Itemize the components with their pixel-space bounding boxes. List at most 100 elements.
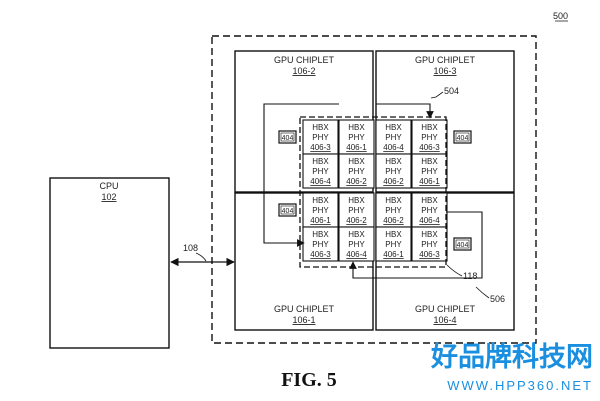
cell-line-1: HBX: [348, 230, 365, 239]
cell-line-2: PHY: [421, 240, 438, 249]
cell-line-2: PHY: [421, 133, 438, 142]
routing-arrows: [263, 103, 483, 279]
cell-line-2: PHY: [385, 206, 402, 215]
cell-line-2: PHY: [312, 133, 329, 142]
cell-line-1: HBX: [312, 196, 329, 205]
chiplet-ref: 106-4: [433, 315, 456, 325]
chiplet-label: GPU CHIPLET: [274, 304, 335, 314]
svg-text:506: 506: [490, 294, 505, 304]
svg-text:504: 504: [444, 86, 459, 96]
cell-line-2: PHY: [312, 206, 329, 215]
svg-text:118: 118: [463, 271, 477, 281]
package-boundary: [211, 35, 537, 344]
cell-ref: 406-2: [346, 177, 367, 186]
cell-ref: 406-4: [383, 143, 404, 152]
chiplet-label: GPU CHIPLET: [415, 55, 476, 65]
cell-line-2: PHY: [421, 206, 438, 215]
cell-line-1: HBX: [348, 123, 365, 132]
chiplet-ref: 106-3: [433, 66, 456, 76]
cell-line-1: HBX: [385, 230, 402, 239]
box-404-upper-left: 404: [278, 130, 297, 144]
hbx-phy-array: HBXPHY406-3HBXPHY406-1HBXPHY406-4HBXPHY4…: [302, 119, 448, 262]
cell-line-1: HBX: [421, 157, 438, 166]
cell-line-1: HBX: [348, 196, 365, 205]
svg-text:404: 404: [457, 242, 469, 249]
cpu-ref: 102: [101, 192, 116, 202]
callout-504: 504: [430, 86, 459, 99]
cell-line-2: PHY: [421, 167, 438, 176]
cell-line-1: HBX: [421, 230, 438, 239]
cell-line-2: PHY: [312, 167, 329, 176]
cell-line-2: PHY: [385, 133, 402, 142]
chiplet-label: GPU CHIPLET: [274, 55, 335, 65]
callout-118: 118: [446, 264, 477, 281]
chiplet-label: GPU CHIPLET: [415, 304, 476, 314]
link-ref: 108: [183, 243, 198, 253]
cpu-label: CPU: [99, 181, 118, 191]
cell-ref: 406-4: [419, 216, 440, 225]
cell-line-1: HBX: [385, 196, 402, 205]
cell-line-2: PHY: [385, 167, 402, 176]
cell-ref: 406-1: [346, 143, 367, 152]
chiplet-ref: 106-1: [292, 315, 315, 325]
cell-line-1: HBX: [385, 157, 402, 166]
cell-line-1: HBX: [348, 157, 365, 166]
box-404-upper-right: 404: [453, 130, 472, 144]
cell-ref: 406-4: [310, 177, 331, 186]
watermark-url: WWW.HPP360.NET: [447, 378, 593, 393]
cell-line-2: PHY: [385, 240, 402, 249]
route-right: [349, 211, 483, 279]
cell-line-1: HBX: [312, 230, 329, 239]
cell-line-2: PHY: [312, 240, 329, 249]
svg-text:404: 404: [282, 135, 294, 142]
cell-ref: 406-3: [310, 250, 331, 259]
cell-line-2: PHY: [348, 206, 365, 215]
cell-ref: 406-2: [383, 177, 404, 186]
link-leader: [195, 252, 207, 262]
svg-text:404: 404: [282, 208, 294, 215]
cell-line-2: PHY: [348, 167, 365, 176]
cell-line-1: HBX: [312, 157, 329, 166]
cell-line-1: HBX: [421, 196, 438, 205]
callout-506: 506: [475, 286, 505, 304]
svg-text:404: 404: [457, 135, 469, 142]
cell-ref: 406-4: [346, 250, 367, 259]
cell-line-2: PHY: [348, 133, 365, 142]
cell-line-2: PHY: [348, 240, 365, 249]
watermark-logo-text: 好品牌科技网: [430, 342, 593, 373]
cell-ref: 406-2: [383, 216, 404, 225]
box-404-lower-right: 404: [453, 237, 472, 251]
cell-ref: 406-2: [346, 216, 367, 225]
cell-ref: 406-3: [419, 143, 440, 152]
route-top: [376, 103, 434, 119]
cell-ref: 406-3: [419, 250, 440, 259]
cell-ref: 406-1: [383, 250, 404, 259]
route-left: [263, 103, 339, 247]
bridge-region: [299, 116, 447, 268]
cell-line-1: HBX: [385, 123, 402, 132]
cell-line-1: HBX: [421, 123, 438, 132]
figure-caption: FIG. 5: [281, 369, 337, 391]
cell-ref: 406-1: [310, 216, 331, 225]
cpu-block: CPU 102: [49, 177, 170, 349]
cell-ref: 406-1: [419, 177, 440, 186]
chiplet-ref: 106-2: [292, 66, 315, 76]
cell-line-1: HBX: [312, 123, 329, 132]
cell-ref: 406-3: [310, 143, 331, 152]
